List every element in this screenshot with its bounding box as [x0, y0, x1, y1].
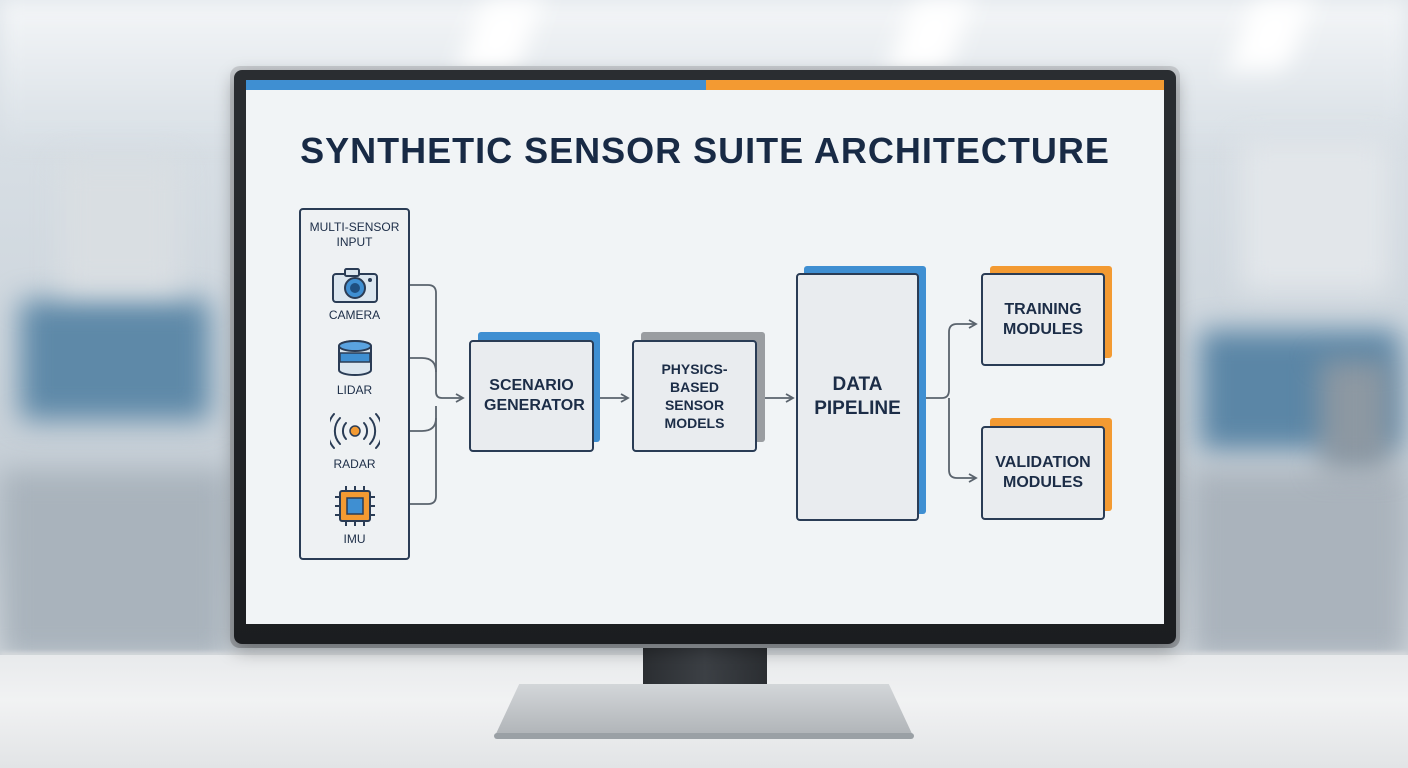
screen: SYNTHETIC SENSOR SUITE ARCHITECTURE MU: [246, 80, 1164, 624]
chip-icon: [330, 484, 380, 533]
sensor-label-radar: RADAR: [333, 457, 376, 471]
header-bar-blue: [246, 80, 706, 90]
radar-icon: [326, 410, 384, 457]
sensor-label-lidar: LIDAR: [336, 383, 373, 397]
sensor-label-camera: CAMERA: [328, 308, 381, 322]
background-bench: [1190, 470, 1408, 660]
monitor: SYNTHETIC SENSOR SUITE ARCHITECTURE MU: [234, 70, 1176, 644]
diagram-title: SYNTHETIC SENSOR SUITE ARCHITECTURE: [300, 130, 1110, 171]
background-bench: [0, 470, 230, 660]
validation-modules-node: VALIDATION MODULES: [981, 426, 1105, 520]
training-modules-label: TRAINING MODULES: [1003, 300, 1083, 338]
pipeline-to-validation-arrow: [948, 398, 978, 483]
data-pipeline-node: DATA PIPELINE: [796, 273, 919, 521]
camera-icon: [330, 265, 380, 310]
training-modules-node: TRAINING MODULES: [981, 273, 1105, 366]
monitor-stand-base: [494, 733, 914, 739]
data-pipeline-label: DATA PIPELINE: [814, 374, 901, 419]
scenario-generator-label: SCENARIO GENERATOR: [484, 377, 585, 414]
multi-sensor-input-panel: MULTI-SENSOR INPUT CAMERA: [299, 208, 410, 560]
scenario-generator-node: SCENARIO GENERATOR: [469, 340, 594, 452]
sensor-label-imu: IMU: [343, 532, 366, 546]
panel-title: MULTI-SENSOR INPUT: [309, 220, 400, 249]
lidar-icon: [330, 338, 380, 385]
background-microscope: [1320, 360, 1390, 470]
background-monitor: [20, 300, 210, 420]
background-shelf: [60, 160, 180, 290]
physics-based-sensor-models-node: PHYSICS-BASED SENSOR MODELS: [632, 340, 757, 452]
monitor-stand: [494, 684, 914, 738]
imu-connector: [398, 406, 437, 505]
physics-models-label: PHYSICS-BASED SENSOR MODELS: [661, 361, 728, 431]
header-bar-orange: [706, 80, 1164, 90]
camera-connector: [398, 284, 465, 403]
background-shelf: [1240, 140, 1390, 290]
lidar-connector: [398, 357, 437, 373]
pipeline-to-training-arrow: [918, 319, 978, 399]
validation-modules-label: VALIDATION MODULES: [995, 454, 1091, 491]
